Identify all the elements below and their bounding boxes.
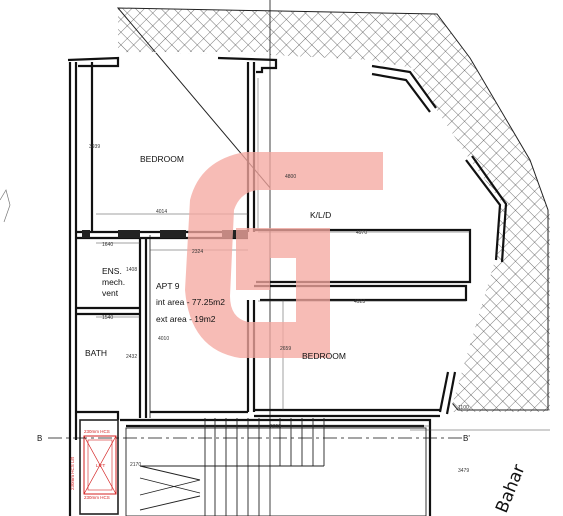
dim-2659: 2659 <box>280 346 291 352</box>
dim-1408: 1408 <box>126 267 137 273</box>
external-area: ext area - 19m2 <box>156 314 216 324</box>
section-markers: B B' <box>37 434 470 443</box>
dim-4970: 4970 <box>356 230 367 236</box>
room-label-ens: ENS. <box>102 266 122 276</box>
room-label-bath: BATH <box>85 348 107 358</box>
dim-2324: 2324 <box>192 249 203 255</box>
dim-2170: 2170 <box>130 462 141 468</box>
apartment-name: APT 9 <box>156 281 180 291</box>
dim-2432: 2432 <box>126 354 137 360</box>
dim-3479: 3479 <box>458 468 469 474</box>
terrace-hatch <box>116 7 550 412</box>
room-label-bedroom-bottom: BEDROOM <box>302 351 346 361</box>
room-label-bedroom-top: BEDROOM <box>140 154 184 164</box>
dim-4010: 4010 <box>158 336 169 342</box>
adjacent-plot-edge <box>0 189 11 223</box>
dimension-labels: 3939 4014 4800 4970 1640 1408 2324 4010 … <box>70 144 469 500</box>
section-mark-right: B' <box>463 434 470 443</box>
dim-4800: 4800 <box>285 174 296 180</box>
dim-4923: 4923 <box>354 299 365 305</box>
room-label-kld: K/L/D <box>310 210 331 220</box>
walls <box>67 56 508 516</box>
dim-1640: 1640 <box>102 242 113 248</box>
watermark-shape <box>185 152 383 358</box>
watermark-logo <box>185 152 383 358</box>
dim-3939: 3939 <box>89 144 100 150</box>
room-labels: BEDROOM K/L/D ENS. mech. vent APT 9 int … <box>85 154 346 468</box>
dim-1540: 1540 <box>102 315 113 321</box>
internal-area: int area - 77.25m2 <box>156 297 225 307</box>
room-label-ens-vent: vent <box>102 288 119 298</box>
room-label-ens-mech: mech. <box>102 277 125 287</box>
street-name: Bahar <box>492 462 529 516</box>
wall-fills <box>82 230 248 238</box>
staircase <box>125 418 427 516</box>
dim-1100: 1100 <box>458 405 469 411</box>
dim-4014: 4014 <box>156 209 167 215</box>
lift <box>79 419 119 515</box>
room-label-lift: LIFT <box>96 463 106 468</box>
lift-hcs-bottom: 230mm HCS <box>84 495 110 500</box>
lift-hcs-side: 230mm HCS Lift <box>70 456 75 490</box>
section-mark-left: B <box>37 434 42 443</box>
lift-hcs-top: 230mm HCS <box>84 429 110 434</box>
dim-6055: 6055 <box>270 424 281 430</box>
